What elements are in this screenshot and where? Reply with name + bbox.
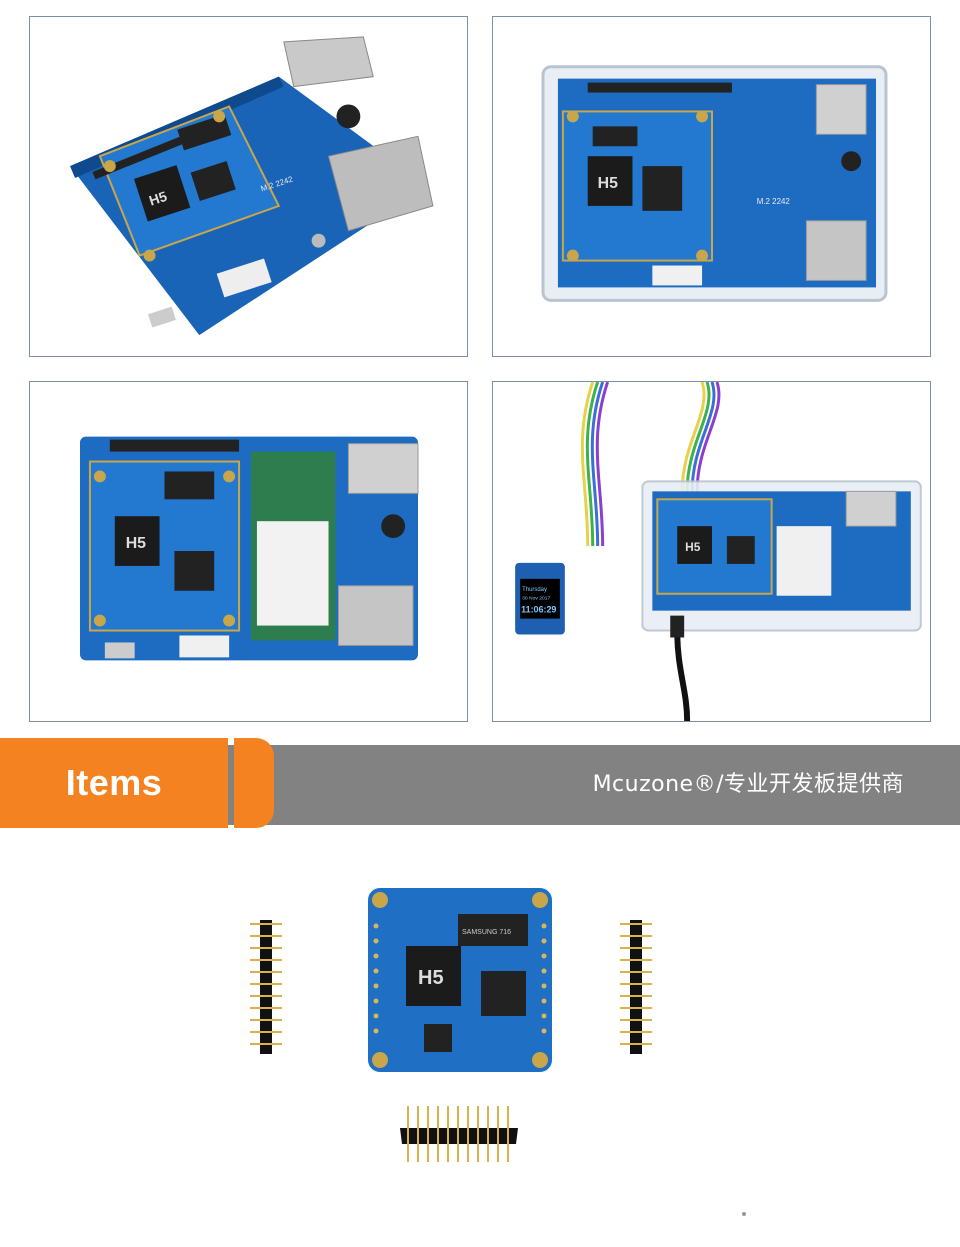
core-chip-label: H5 — [418, 967, 444, 989]
board-with-ssd-illustration: H5 — [79, 436, 419, 661]
brand-tagline: Mcuzone®/专业开发板提供商 — [592, 772, 904, 797]
chip-label: H5 — [126, 535, 146, 552]
oled-day: Thursday — [522, 587, 547, 593]
photo-board-with-ssd: H5 — [29, 381, 468, 722]
banner-title-block — [0, 738, 228, 828]
pin-header-bottom — [400, 1106, 518, 1162]
items-banner: Items Mcuzone®/专业开发板提供商 — [0, 738, 960, 830]
section-title: Items — [65, 762, 163, 803]
chip-label: H5 — [598, 175, 618, 192]
board-angled-illustration: H5 M.2 2242 — [70, 36, 434, 336]
items-contents: H5 SAMSUNG 716 — [0, 860, 960, 1190]
page-dot — [742, 1212, 746, 1216]
oled-date: 30 Nov 2017 — [522, 596, 550, 602]
board-with-oled-illustration: Thursday 30 Nov 2017 11:06:29 H5 — [515, 382, 922, 721]
core-board: H5 SAMSUNG 716 — [368, 888, 552, 1072]
chip-label: H5 — [685, 540, 701, 554]
banner-tab-accent — [234, 738, 274, 828]
pin-header-left — [250, 920, 282, 1054]
board-in-case-illustration: H5 M.2 2242 — [541, 65, 888, 302]
core-mem-label: SAMSUNG 716 — [462, 929, 511, 936]
photo-board-with-oled: Thursday 30 Nov 2017 11:06:29 H5 — [492, 381, 931, 722]
photo-board-angled: H5 M.2 2242 — [29, 16, 468, 357]
pin-header-right — [620, 920, 652, 1054]
oled-time: 11:06:29 — [521, 605, 556, 615]
photo-board-in-case: H5 M.2 2242 — [492, 16, 931, 357]
chip-label: H5 — [147, 188, 169, 209]
silk-label: M.2 2242 — [757, 197, 791, 206]
